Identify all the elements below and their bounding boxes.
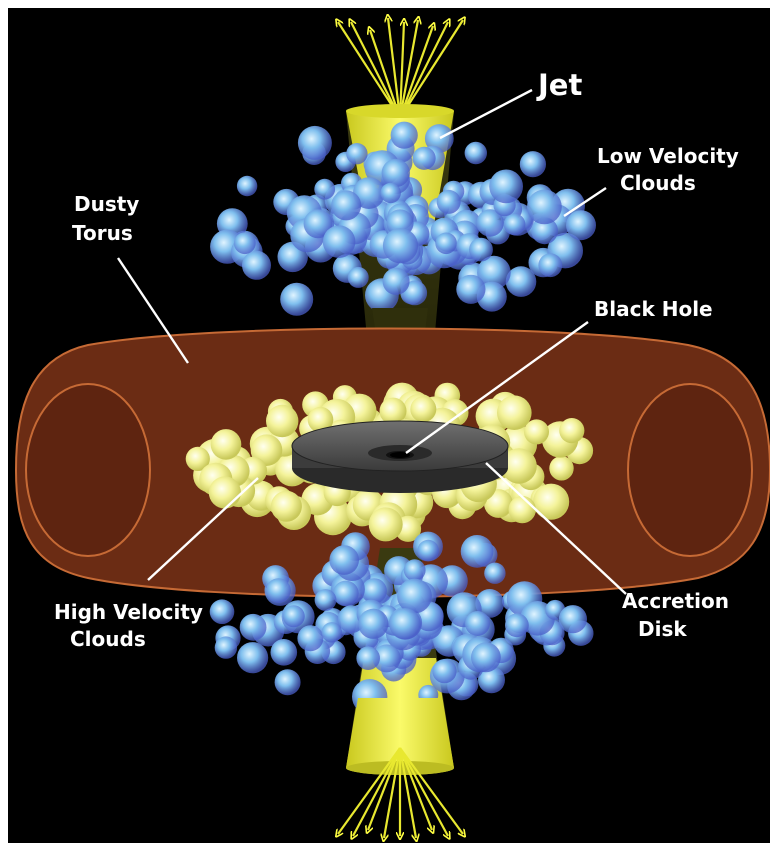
cloud-blob [559,418,584,443]
label-low-velocity-line1: Low Velocity [597,144,739,168]
cloud-blob [413,147,436,170]
cloud-blob [242,251,271,280]
cloud-blob [484,563,505,584]
label-low-velocity-line2: Clouds [620,171,696,195]
cloud-blob [389,608,421,640]
cloud-blob [504,214,526,236]
cloud-blob [432,659,456,683]
cloud-blob [505,613,529,637]
cloud-blob [280,283,313,316]
cloud-blob [465,142,487,164]
cloud-blob [397,579,432,614]
cloud-blob [240,614,267,641]
cloud-blob [329,545,359,575]
label-high-velocity-line1: High Velocity [54,600,203,624]
cloud-blob [383,228,418,263]
cloud-blob [418,540,439,561]
cloud-blob [297,625,323,651]
label-dusty-line2: Torus [72,221,133,245]
cloud-blob [271,491,302,522]
cloud-blob [559,605,587,633]
cloud-blob [298,126,332,160]
cloud-blob [538,253,562,277]
cloud-blob [315,589,337,611]
cloud-blob [271,639,298,666]
cloud-blob [391,122,418,149]
cloud-blob [410,396,436,422]
cloud-blob [381,183,401,203]
cloud-blob [456,275,485,304]
cloud-blob [465,611,490,636]
cloud-blob [266,405,298,437]
label-high-velocity-line2: Clouds [70,627,146,651]
frame-border-top [0,0,770,8]
cloud-blob [266,578,291,603]
cloud-blob [520,151,546,177]
cloud-blob [369,507,403,541]
cloud-blob [348,267,369,288]
cloud-blob [533,484,569,520]
cloud-blob [549,456,573,480]
label-accretion-line1: Accretion [622,589,729,613]
cloud-blob [331,190,361,220]
label-dusty-line1: Dusty [74,192,139,216]
cloud-blob [314,179,335,200]
cloud-blob [234,232,256,254]
cloud-blob [566,210,596,240]
cloud-blob [469,238,493,262]
cloud-blob [283,605,305,627]
cloud-blob [323,225,356,258]
cloud-blob [237,642,268,673]
cloud-blob [497,395,532,430]
cloud-blob [471,642,501,672]
frame-border-left [0,0,8,843]
label-accretion-line2: Disk [638,617,687,641]
agn-diagram: Jet Low Velocity Clouds Dusty Torus Blac… [8,8,770,843]
cloud-blob [382,159,410,187]
cloud-blob [437,190,461,214]
label-black-hole: Black Hole [594,297,713,321]
cloud-blob [346,143,367,164]
cloud-blob [461,535,494,568]
cloud-blob [358,609,388,639]
label-jet: Jet [536,68,582,102]
cloud-blob [210,599,235,624]
cloud-blob [211,429,242,460]
cloud-blob [275,669,301,695]
cloud-blob [383,268,410,295]
cloud-blob [404,559,426,581]
cloud-blob [509,496,536,523]
cloud-blob [435,233,457,255]
cloud-blob [209,476,241,508]
cloud-blob [333,581,359,607]
cloud-blob [489,170,523,204]
cloud-blob [356,646,380,670]
cloud-blob [237,176,257,196]
cloud-blob [527,190,562,225]
cloud-blob [322,622,342,642]
cloud-blob [215,636,237,658]
